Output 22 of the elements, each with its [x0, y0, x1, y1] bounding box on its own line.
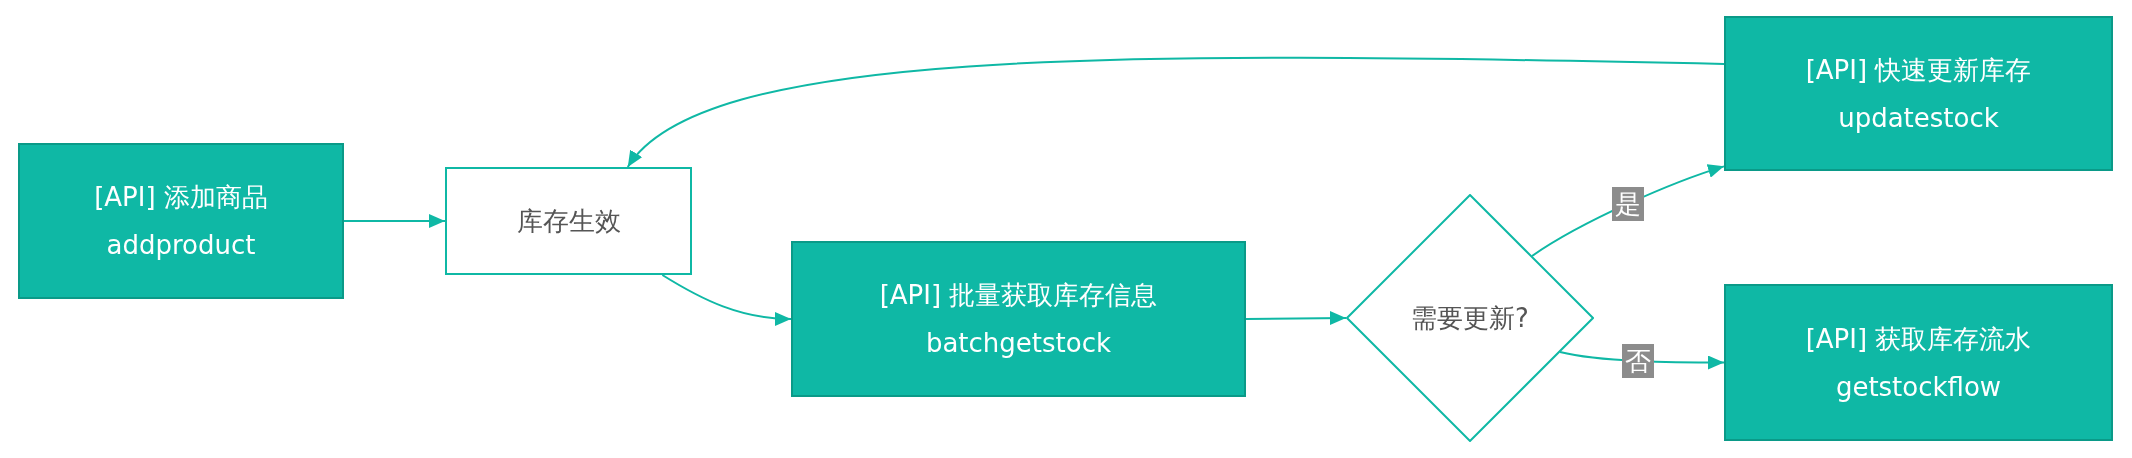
box-label: 库存生效 — [516, 205, 621, 238]
box-label: [API] 添加商品 — [94, 181, 268, 214]
arrow — [1245, 311, 1347, 326]
box-label: getstockflow — [1835, 370, 2002, 404]
decision-diamond — [1346, 194, 1594, 442]
box-label: [API] 获取库存流水 — [1805, 322, 2032, 356]
box-label: addproduct — [106, 229, 256, 262]
process-box — [18, 143, 344, 299]
box-label: batchgetstock — [925, 327, 1112, 360]
arrow — [343, 214, 446, 228]
edge-label: 否 — [1622, 344, 1655, 378]
process-box — [445, 167, 692, 275]
arrow — [661, 274, 792, 326]
box-label: updatestock — [1838, 101, 1999, 135]
arrow — [626, 56, 1725, 168]
process-box — [1724, 284, 2113, 441]
process-box — [1724, 16, 2113, 171]
process-box — [791, 241, 1246, 397]
edge-label: 是 — [1612, 186, 1644, 221]
box-label: [API] 快速更新库存 — [1805, 53, 2032, 87]
box-label: [API] 批量获取库存信息 — [879, 279, 1158, 312]
box-label: 需要更新? — [1411, 302, 1529, 335]
